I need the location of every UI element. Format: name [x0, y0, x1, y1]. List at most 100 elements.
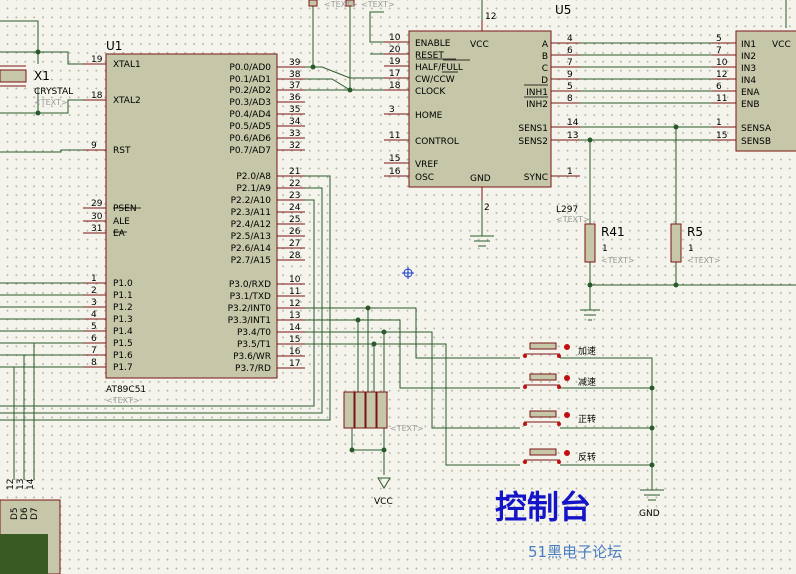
- u1-pin-name: P3.7/RD: [235, 364, 271, 374]
- chip-driver[interactable]: 5IN17IN210IN312IN46ENA11ENB1SENSA15SENSB…: [712, 30, 796, 152]
- u1-pin-name: P2.3/A11: [231, 208, 271, 218]
- u1-pin-name: XTAL1: [113, 60, 141, 70]
- push-button-2[interactable]: 减速: [523, 373, 596, 389]
- u5-pin-name: INH1: [526, 88, 548, 98]
- u1-pin-num: 10: [289, 275, 301, 285]
- driver-vcc: VCC: [772, 40, 791, 50]
- u5-part: L297: [556, 205, 578, 215]
- u1-pin-name: P2.2/A10: [231, 196, 272, 206]
- top-text-1: <TEXT>: [324, 0, 358, 9]
- u1-pin-name: P2.4/A12: [231, 220, 271, 230]
- crystal-x1[interactable]: X1 CRYSTAL <TEXT>: [0, 65, 73, 107]
- u1-pin-num: 33: [289, 129, 300, 139]
- push-button-label: 正转: [578, 413, 596, 425]
- u1-pin-num: 29: [91, 199, 103, 209]
- u5-pin-num: 11: [389, 131, 400, 141]
- watermark: 51黑电子论坛: [528, 543, 622, 561]
- driver-pin-num: 1: [716, 118, 722, 128]
- r5-value: 1: [688, 244, 694, 254]
- u5-pin-name: D: [541, 76, 548, 86]
- resistor-pack[interactable]: <TEXT>: [343, 391, 424, 433]
- r5-text: <TEXT>: [687, 256, 721, 265]
- u1-pin-name: XTAL2: [113, 96, 141, 106]
- u1-pin-num: 3: [91, 298, 97, 308]
- u1-pin-num: 24: [289, 203, 301, 213]
- u1-pin-num: 6: [91, 334, 97, 344]
- u1-pin-num: 38: [289, 70, 301, 80]
- push-button-1[interactable]: 加速: [523, 342, 596, 358]
- lcd-pin-num: 13: [16, 479, 26, 490]
- u5-pin-num: 19: [389, 57, 401, 67]
- r5-ref: R5: [687, 225, 703, 239]
- u1-pin-name: P3.3/INT1: [228, 316, 271, 326]
- probe-marker[interactable]: [402, 267, 414, 279]
- u1-pin-num: 23: [289, 191, 300, 201]
- u1-pin-name: P0.3/AD3: [229, 98, 271, 108]
- u5-pin-num: 16: [389, 167, 401, 177]
- resistor-r41[interactable]: R41 1 <TEXT>: [584, 223, 635, 265]
- driver-pin-name: IN3: [741, 64, 756, 74]
- u1-pin-num: 19: [91, 55, 103, 65]
- u5-pin-num: 1: [567, 167, 573, 177]
- driver-body: [735, 30, 796, 152]
- u1-pin-name: P3.6/WR: [233, 352, 271, 362]
- u5-pin-num: 7: [567, 58, 573, 68]
- u1-pin-num: 26: [289, 227, 301, 237]
- x1-ref: X1: [34, 69, 50, 83]
- u1-pin-num: 31: [91, 224, 102, 234]
- driver-pin-num: 12: [716, 70, 727, 80]
- u1-pin-num: 35: [289, 105, 300, 115]
- u1-pin-num: 15: [289, 335, 300, 345]
- u1-part-text: <TEXT>: [106, 396, 140, 405]
- u5-pin-num: 17: [389, 69, 400, 79]
- u1-pin-num: 17: [289, 359, 300, 369]
- u1-pin-name: P3.0/RXD: [229, 280, 271, 290]
- u5-pin-num: 6: [567, 46, 573, 56]
- r41-ref: R41: [601, 225, 625, 239]
- u1-pin-num: 27: [289, 239, 300, 249]
- driver-pin-num: 15: [716, 131, 727, 141]
- u1-pin-name: P0.4/AD4: [229, 110, 271, 120]
- chip-u5[interactable]: U5 L297 <TEXT> 10ENABLE20RESET19HALF/FUL…: [384, 3, 590, 224]
- u1-pin-num: 18: [91, 91, 103, 101]
- u5-gnd-pin-name: GND: [470, 174, 491, 184]
- u5-pin-name: C: [542, 64, 548, 74]
- lcd-pin-name: D7: [30, 507, 40, 520]
- u1-pin-num: 36: [289, 93, 301, 103]
- u1-pin-name: ALE: [113, 217, 130, 227]
- u5-ref: U5: [555, 3, 571, 17]
- driver-pin-num: 7: [716, 46, 722, 56]
- u1-body: [105, 53, 278, 379]
- u1-pin-name: P3.1/TXD: [230, 292, 271, 302]
- u1-pin-num: 1: [91, 274, 97, 284]
- push-button-3[interactable]: 正转: [523, 410, 596, 426]
- u1-pin-num: 25: [289, 215, 300, 225]
- u1-pin-name: P2.6/A14: [231, 244, 272, 254]
- driver-pin-name: IN2: [741, 52, 756, 62]
- u5-vcc-pin-num: 12: [485, 12, 496, 22]
- resistor-r5[interactable]: R5 1 <TEXT>: [670, 223, 721, 265]
- u1-pin-name: P2.5/A13: [231, 232, 271, 242]
- u1-pin-num: 7: [91, 346, 97, 356]
- u1-pin-num: 12: [289, 299, 300, 309]
- u1-pin-name: P2.0/A8: [236, 172, 271, 182]
- u5-pin-name: A: [542, 40, 549, 50]
- u5-pin-num: 18: [389, 81, 401, 91]
- lcd-pin-num: 12: [6, 479, 16, 490]
- u1-part: AT89C51: [106, 385, 146, 395]
- lcd-pin-num: 14: [26, 478, 36, 490]
- u1-pin-num: 13: [289, 311, 300, 321]
- u1-pin-num: 21: [289, 167, 300, 177]
- u1-ref: U1: [106, 39, 122, 53]
- u5-pin-num: 20: [389, 45, 401, 55]
- u1-pin-num: 2: [91, 286, 97, 296]
- u5-pin-name: CW/CCW: [415, 75, 455, 85]
- push-button-4[interactable]: 反转: [523, 448, 596, 464]
- driver-pin-name: ENB: [741, 100, 760, 110]
